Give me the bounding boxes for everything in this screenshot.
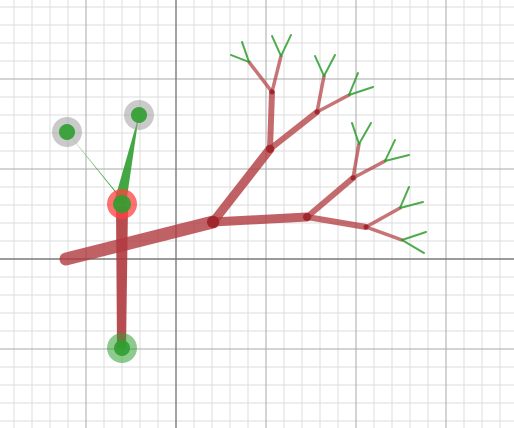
right-angle-handle[interactable]: [124, 100, 154, 130]
joint-dot: [303, 213, 311, 221]
leaf: [348, 86, 374, 96]
leaf: [314, 55, 325, 77]
pivot-handle[interactable]: [107, 189, 137, 219]
leaf: [271, 35, 282, 57]
control-point-icon[interactable]: [59, 124, 75, 140]
leaf: [401, 231, 427, 241]
fractal-tree: [59, 34, 427, 266]
leaves: [230, 34, 427, 254]
left-angle-handle[interactable]: [52, 117, 82, 147]
branch-level2: [267, 109, 320, 152]
leaf: [384, 154, 410, 162]
branch-level3: [315, 74, 326, 114]
leaf: [358, 122, 372, 145]
branch-level2: [304, 175, 356, 220]
right-angle-wedge: [114, 115, 139, 204]
joint-dot: [266, 145, 274, 153]
joint-dot: [350, 175, 356, 181]
leaf: [399, 201, 424, 209]
joint-dot: [363, 224, 369, 230]
branch-level2: [267, 89, 275, 152]
leaf: [384, 139, 396, 162]
branch-level3: [364, 225, 404, 242]
leaf: [399, 186, 410, 209]
branch-joints: [207, 89, 369, 230]
branch-level2: [304, 214, 369, 230]
branch-level3: [351, 159, 387, 180]
leaf: [241, 41, 250, 63]
leaf: [280, 34, 292, 57]
leaf: [323, 54, 336, 77]
leaf: [348, 72, 359, 96]
leaf: [401, 239, 425, 254]
control-point-icon[interactable]: [131, 107, 147, 123]
length-stem: [116, 206, 128, 348]
leaf: [351, 122, 360, 145]
branch-level3: [364, 206, 402, 229]
branch-level1-upper: [208, 144, 275, 227]
length-handle[interactable]: [107, 333, 137, 363]
branch-level1-lower: [208, 212, 312, 227]
branch-level3: [247, 60, 274, 94]
left-angle-wedge: [67, 132, 127, 205]
joint-dot: [314, 109, 320, 115]
control-point-icon[interactable]: [114, 340, 130, 356]
leaf: [230, 54, 250, 63]
joint-dot: [207, 216, 219, 228]
trunk-branch: [59, 215, 220, 266]
branch-level3: [315, 93, 351, 114]
branch-level3: [270, 54, 283, 94]
branch-level3: [351, 142, 361, 180]
control-point-icon[interactable]: [113, 195, 131, 213]
tree-shape-control: [52, 100, 154, 363]
joint-dot: [269, 89, 275, 95]
